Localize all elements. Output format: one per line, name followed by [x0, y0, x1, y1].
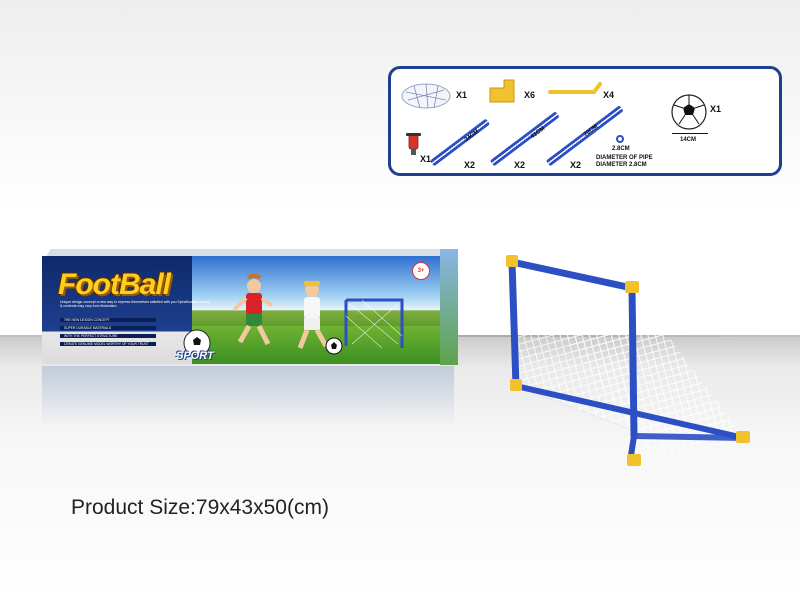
parts-list-panel — [388, 66, 782, 176]
box-bullet-3: WITH THE PERFECT STRUCTURE — [60, 334, 156, 338]
pump-quantity: X1 — [420, 154, 432, 164]
box-goal-illustration — [344, 298, 404, 349]
product-size-caption: Product Size:79x43x50(cm) — [71, 496, 329, 519]
football-goal-illustration — [506, 255, 750, 466]
net-bundle-icon — [401, 83, 451, 109]
ball-dimension-line — [672, 133, 708, 134]
kids-playing-illustration — [232, 273, 343, 355]
box-end-face — [440, 249, 458, 365]
box-bullet-4: CREATE GENUINE MODEL WORTHY OF YOUR TRUS… — [60, 342, 156, 346]
product-box — [42, 256, 454, 364]
box-brand-title: FootBall — [58, 268, 171, 301]
hook-icon — [548, 82, 602, 94]
box-reflection — [42, 366, 454, 426]
box-sport-badge: SPORT — [176, 350, 214, 362]
pipe-cross-section-icon — [616, 135, 624, 143]
ball-size: 14CM — [680, 137, 697, 143]
pipe-70cm-quantity: X2 — [570, 160, 582, 170]
box-ball-icon — [183, 329, 211, 357]
connector-quantity: X6 — [524, 90, 536, 100]
ball-quantity: X1 — [710, 104, 722, 114]
pipe-diameter-line2: DIAMETER 2.8CM — [596, 162, 647, 168]
pipe-34cm-quantity: X2 — [464, 160, 476, 170]
box-left-panel — [42, 256, 192, 364]
corner-connector-icon — [489, 79, 515, 103]
pipe-section-size: 2.8CM — [612, 146, 630, 152]
pipe-41cm-quantity: X2 — [514, 160, 526, 170]
hook-quantity: X4 — [603, 90, 615, 100]
soccer-ball-icon — [671, 94, 707, 130]
box-age-badge: 3+ — [412, 262, 430, 280]
net-quantity: X1 — [456, 90, 468, 100]
box-tagline: Unique design concept a new way to expre… — [60, 300, 210, 308]
box-stadium-scene — [192, 256, 454, 328]
pump-icon — [406, 133, 421, 155]
box-bullet-1: THE NEW DESIGN CONCEPT — [60, 318, 156, 322]
box-bullet-2: SUPER DURABLE MATERIALS — [60, 326, 156, 330]
pipe-diameter-line1: DIAMETER OF PIPE — [596, 155, 653, 161]
